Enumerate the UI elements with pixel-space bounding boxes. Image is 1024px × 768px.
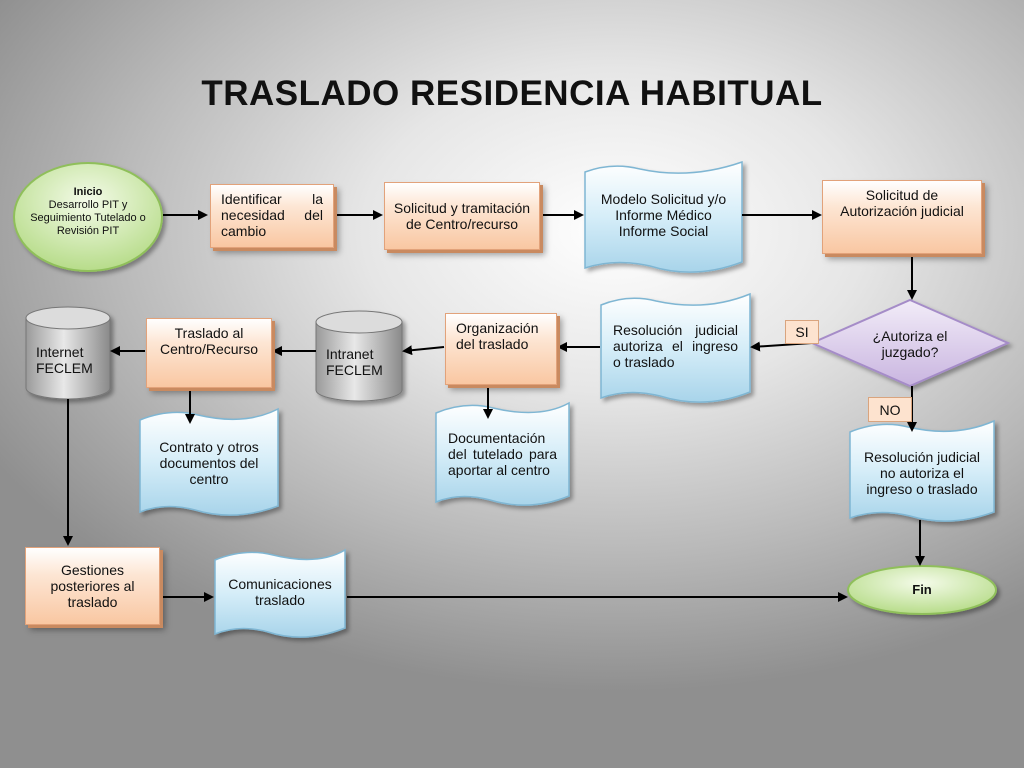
document-comunicaciones: Comunicaciones traslado (215, 572, 345, 612)
document-shape-resolucion-no (849, 419, 995, 522)
start-node-text: Desarrollo PIT y Seguimiento Tutelado o … (30, 199, 146, 237)
decision-autoriza-text: ¿Autoriza el juzgado? (872, 328, 948, 360)
process-solicitud-tramitacion-text: Solicitud y tramitación de Centro/recurs… (393, 200, 531, 232)
document-resolucion-no: Resolución judicial no autoriza el ingre… (850, 446, 994, 500)
document-resolucion-no-text: Resolución judicial no autoriza el ingre… (864, 449, 980, 497)
document-documentacion-text: Documentación del tutelado para aportar … (448, 430, 557, 478)
process-solicitud-autorizacion: Solicitud de Autorización judicial (822, 180, 982, 254)
document-shape-modelo (584, 160, 743, 273)
document-shape-resolucion-autoriza (600, 292, 751, 403)
process-traslado-centro: Traslado al Centro/Recurso (146, 318, 272, 388)
connectors (63, 210, 925, 602)
process-gestiones: Gestiones posteriores al traslado (25, 547, 160, 625)
document-modelo-solicitud-text: Modelo Solicitud y/o Informe Médico Info… (600, 191, 727, 239)
document-resolucion-autoriza: Resolución judicial autoriza el ingreso … (601, 322, 750, 376)
database-internet-text: Internet FECLEM (36, 344, 93, 376)
process-solicitud-autorizacion-text: Solicitud de Autorización judicial (840, 187, 964, 219)
document-shape-contrato (139, 407, 279, 516)
end-node-text: Fin (912, 582, 932, 597)
document-shape-documentacion (435, 401, 570, 506)
decision-autoriza: ¿Autoriza el juzgado? (850, 325, 970, 363)
start-node: Inicio Desarrollo PIT y Seguimiento Tute… (28, 186, 148, 238)
document-shape-comunicaciones (214, 548, 346, 638)
process-organizacion: Organización del traslado (445, 313, 557, 385)
process-solicitud-tramitacion: Solicitud y tramitación de Centro/recurs… (384, 182, 540, 250)
database-intranet-text: Intranet FECLEM (326, 346, 383, 378)
document-contrato: Contrato y otros documentos del centro (140, 436, 278, 490)
database-internet (25, 306, 111, 400)
arrow-organizacion-intranet (402, 345, 445, 356)
database-intranet (315, 310, 403, 402)
document-resolucion-autoriza-text: Resolución judicial autoriza el ingreso … (613, 322, 738, 370)
process-organizacion-text: Organización del traslado (456, 320, 539, 352)
process-gestiones-text: Gestiones posteriores al traslado (50, 562, 135, 610)
document-modelo-solicitud: Modelo Solicitud y/o Informe Médico Info… (585, 188, 742, 242)
process-traslado-centro-text: Traslado al Centro/Recurso (159, 325, 259, 357)
end-oval (847, 565, 997, 615)
start-node-head: Inicio (73, 186, 103, 198)
decision-diamond (809, 298, 1011, 388)
start-oval (13, 162, 163, 272)
page-title: TRASLADO RESIDENCIA HABITUAL (201, 74, 823, 113)
document-comunicaciones-text: Comunicaciones traslado (228, 576, 332, 608)
edge-label-si: SI (785, 320, 819, 344)
document-documentacion: Documentación del tutelado para aportar … (436, 430, 569, 482)
document-contrato-text: Contrato y otros documentos del centro (159, 439, 259, 487)
process-identificar: Identificar la necesidad del cambio (210, 184, 334, 248)
edge-label-no: NO (868, 397, 912, 422)
process-identificar-text: Identificar la necesidad del cambio (221, 191, 323, 239)
